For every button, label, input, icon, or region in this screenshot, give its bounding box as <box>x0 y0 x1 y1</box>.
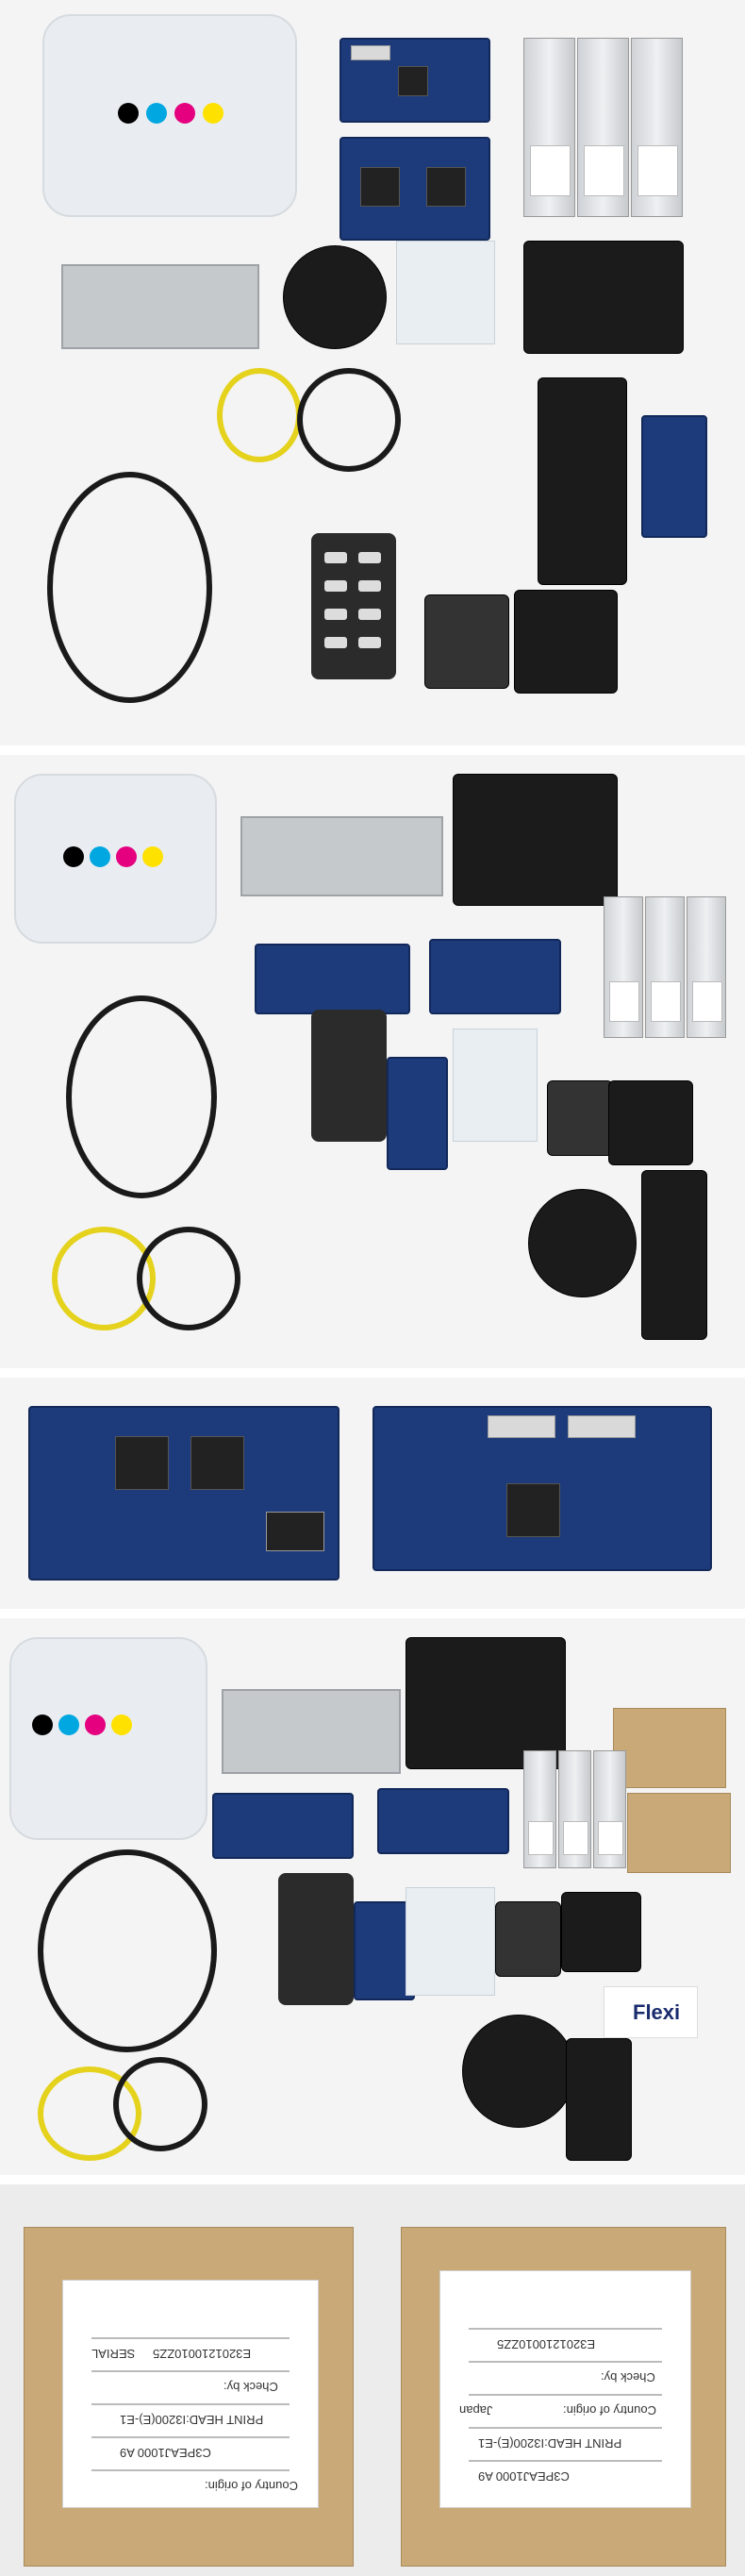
ink-dot-cyan <box>58 1715 79 1735</box>
stepper-motor <box>608 1080 693 1165</box>
power-supply-2 <box>558 1750 591 1868</box>
ink-dot-black <box>32 1715 53 1735</box>
box-line-3: Check by: <box>224 2380 278 2394</box>
control-board <box>372 1406 712 1571</box>
product-photo-4: Flexi <box>0 1618 745 2175</box>
long-cable-bundle <box>38 1849 217 2052</box>
ink-dot-magenta <box>85 1715 106 1735</box>
box-line-2: C3PEAJ1000 A9 <box>120 2446 211 2460</box>
box-label-sheet-left: E3201210010ZZ5 SERIAL PRINT HEAD:I3200(E… <box>62 2280 319 2508</box>
printhead-box-2 <box>627 1793 731 1873</box>
ink-dot-magenta <box>116 846 137 867</box>
black-cable-coil <box>113 2057 207 2151</box>
ink-dot-yellow <box>142 846 163 867</box>
product-photo-3 <box>0 1378 745 1609</box>
small-board <box>387 1057 448 1170</box>
power-supply-1 <box>523 38 575 217</box>
printhead-box-right: E3201210010ZZ5 Japan PRINT HEAD:I3200(E)… <box>401 2227 726 2567</box>
encoder-tape-reel <box>528 1189 637 1297</box>
head-board <box>28 1406 339 1581</box>
box-head-id: E3201210010ZZ5 <box>153 2347 252 2361</box>
metal-bracket <box>240 816 443 896</box>
motor-driver <box>495 1901 561 1977</box>
small-board <box>354 1901 415 2000</box>
control-keypad <box>278 1873 354 2005</box>
power-supply-1 <box>604 896 643 1038</box>
box-line-1: PRINT HEAD:I3200(E)-E1 <box>478 2436 622 2451</box>
ink-dot-black <box>63 846 84 867</box>
metal-bracket <box>222 1689 401 1774</box>
box-line-3: Check by: <box>601 2370 655 2384</box>
power-supply-3 <box>631 38 683 217</box>
pump-assembly <box>641 1170 707 1340</box>
stepper-motor <box>514 590 618 694</box>
stepper-motor <box>561 1892 641 1972</box>
box-label-sheet-right: E3201210010ZZ5 Japan PRINT HEAD:I3200(E)… <box>439 2270 691 2508</box>
product-photo-1 <box>0 0 745 745</box>
motor-driver <box>424 594 509 689</box>
motor-driver <box>547 1080 613 1156</box>
ink-dot-yellow <box>111 1715 132 1735</box>
ink-bottles <box>14 774 217 944</box>
head-board <box>377 1788 509 1854</box>
encoder-tape-reel <box>283 245 387 349</box>
encoder-tape-reel <box>462 2015 575 2128</box>
power-supply-1 <box>523 1750 556 1868</box>
black-cable-coil <box>297 368 401 472</box>
power-supply-3 <box>687 896 726 1038</box>
flexi-software-box: Flexi <box>604 1986 698 2038</box>
control-board <box>339 38 490 123</box>
box-line-1: PRINT HEAD:I3200(E)-E1 <box>120 2413 264 2427</box>
product-photo-5: E3201210010ZZ5 SERIAL PRINT HEAD:I3200(E… <box>0 2184 745 2576</box>
capping-station <box>523 241 684 354</box>
ink-dot-cyan <box>90 846 110 867</box>
power-supply-2 <box>645 896 685 1038</box>
box-line-2: C3PEAJ1000 A9 <box>478 2469 570 2484</box>
small-board <box>641 415 707 538</box>
metal-bracket <box>61 264 259 349</box>
box-batch: Japan <box>459 2403 493 2417</box>
long-cable-bundle <box>47 472 212 703</box>
printhead-box-left: E3201210010ZZ5 SERIAL PRINT HEAD:I3200(E… <box>24 2227 354 2567</box>
ink-bottles <box>42 14 297 217</box>
pump-assembly <box>538 377 627 585</box>
printhead-box-1 <box>613 1708 726 1788</box>
box-batch: SERIAL <box>91 2347 136 2361</box>
head-board <box>429 939 561 1014</box>
ink-dot-black <box>118 103 139 124</box>
control-board <box>255 944 410 1014</box>
control-keypad <box>311 1010 387 1142</box>
ink-bottles <box>9 1637 207 1840</box>
ink-dot-cyan <box>146 103 167 124</box>
capping-station <box>406 1637 566 1769</box>
capping-station <box>453 774 618 906</box>
control-board <box>212 1793 354 1859</box>
long-cable-bundle <box>66 995 217 1198</box>
product-photo-2 <box>0 755 745 1368</box>
ink-dot-yellow <box>203 103 224 124</box>
yellow-network-cable <box>217 368 302 462</box>
ink-dampers <box>396 241 495 344</box>
box-head-id: E3201210010ZZ5 <box>497 2337 596 2351</box>
ink-dampers <box>406 1887 495 1996</box>
ink-dampers <box>453 1029 538 1142</box>
box-line-4: Country of origin: <box>563 2403 656 2417</box>
box-line-4: Country of origin: <box>205 2479 298 2493</box>
flexi-logo-text: Flexi <box>633 2000 681 2024</box>
head-board <box>339 137 490 241</box>
pump-assembly <box>566 2038 632 2161</box>
ink-dot-magenta <box>174 103 195 124</box>
power-supply-2 <box>577 38 629 217</box>
black-cable-coil <box>137 1227 240 1330</box>
power-supply-3 <box>593 1750 626 1868</box>
control-keypad <box>311 533 396 679</box>
